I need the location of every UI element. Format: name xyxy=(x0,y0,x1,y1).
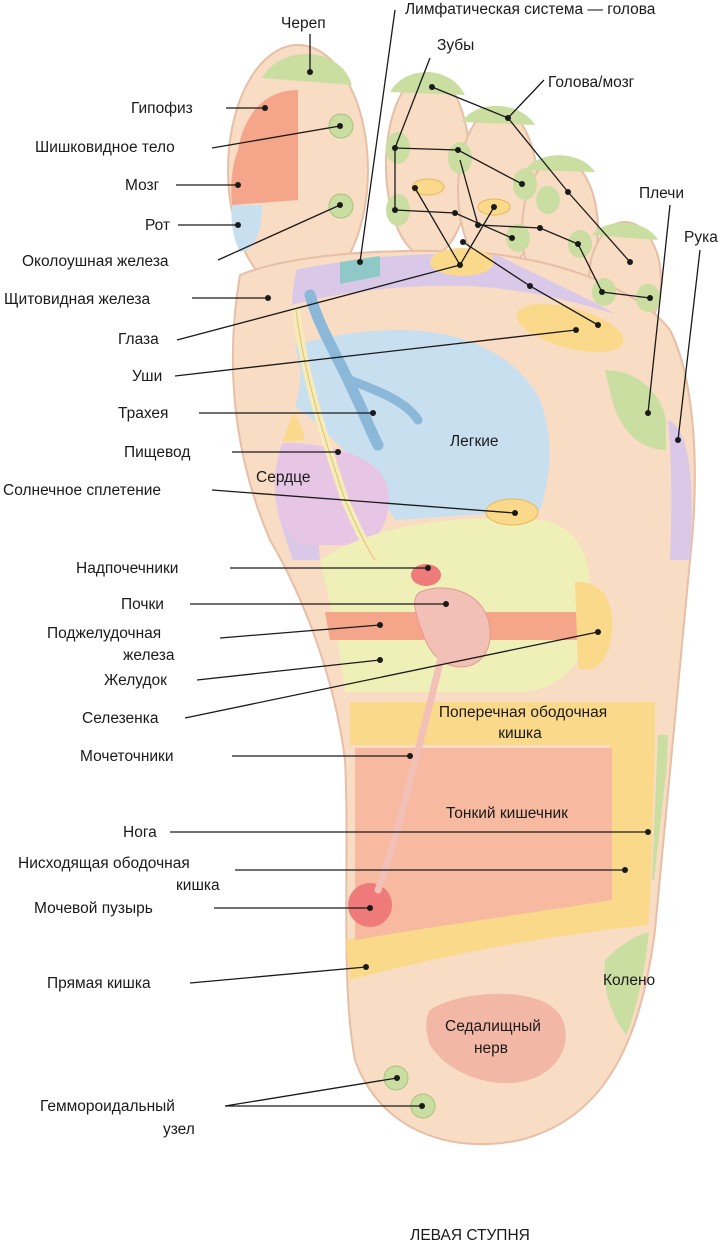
label-teeth: Зубы xyxy=(437,37,474,54)
label-transverse-1: Поперечная ободочная xyxy=(439,704,607,721)
label-ureters: Мочеточники xyxy=(80,748,173,765)
zone-lymph xyxy=(340,256,380,284)
zone-toe4-oval-b xyxy=(506,224,530,252)
zone-adrenal xyxy=(411,564,441,586)
zone-kidney xyxy=(414,587,491,668)
leader-pineal xyxy=(211,125,341,149)
label-arm: Рука xyxy=(684,229,718,246)
zone-toe4-oval-a xyxy=(536,186,560,214)
zone-arm xyxy=(668,420,692,560)
leader-stomach xyxy=(196,659,381,681)
label-desc-colon-2: кишка xyxy=(176,877,220,894)
leader-teeth-a xyxy=(394,57,431,149)
leader-hemorrhoid xyxy=(224,1077,422,1107)
label-mouth: Рот xyxy=(145,217,170,234)
zone-toe3-cap xyxy=(462,105,535,125)
label-hemorrhoid-1: Геммороидальный xyxy=(40,1098,175,1115)
label-pancreas-1: Поджелудочная xyxy=(47,625,161,642)
label-kidneys: Почки xyxy=(121,596,164,613)
caption: ЛЕВАЯ СТУПНЯ xyxy=(410,1227,530,1244)
label-parotid: Околоушная железа xyxy=(22,253,169,270)
leader-lymph xyxy=(359,9,396,263)
leader-lines xyxy=(170,9,701,1109)
zone-esophagus-edge xyxy=(295,309,376,561)
leader-arm xyxy=(677,249,701,441)
label-ears: Уши xyxy=(132,368,162,385)
zone-ears xyxy=(516,304,624,352)
leader-spleen xyxy=(184,631,599,719)
zone-toe2-cap xyxy=(390,72,465,95)
zone-sciatic xyxy=(426,993,566,1084)
zone-toe4-cap xyxy=(525,155,595,172)
zone-toe5-cap xyxy=(592,222,658,240)
label-esophagus: Пищевод xyxy=(124,444,190,461)
zone-small-intestine xyxy=(355,748,612,940)
zone-skull xyxy=(262,54,352,85)
label-rectum: Прямая кишка xyxy=(47,975,151,992)
label-solar: Солнечное сплетение xyxy=(3,482,161,499)
label-head-brain: Голова/мозг xyxy=(548,74,635,91)
label-pituitary: Гипофиз xyxy=(131,100,193,117)
label-pancreas-2: железа xyxy=(123,647,175,664)
zone-bronchus xyxy=(345,375,423,425)
zone-rectum xyxy=(345,900,650,980)
label-pineal: Шишковидное тело xyxy=(35,139,175,156)
label-shoulders: Плечи xyxy=(639,185,684,202)
leader-ears xyxy=(174,329,577,377)
leader-eyes-b xyxy=(459,206,495,266)
labels: Череп Лимфатическая система — голова Зуб… xyxy=(3,1,718,1244)
zone-leg xyxy=(652,735,668,880)
zone-trachea xyxy=(304,289,384,451)
label-adrenals: Надпочечники xyxy=(76,560,178,577)
leader-rectum xyxy=(189,966,367,984)
label-small-intestine: Тонкий кишечник xyxy=(446,805,568,822)
zone-descending-colon xyxy=(610,745,655,905)
leader-head-brain-c xyxy=(567,191,631,263)
label-sciatic-1: Седалищный xyxy=(445,1018,541,1035)
label-hemorrhoid-2: узел xyxy=(163,1121,195,1138)
label-spleen: Селезенка xyxy=(82,710,159,727)
zone-teeth-a xyxy=(411,178,445,196)
zone-pituitary xyxy=(231,90,298,205)
label-lymph-head: Лимфатическая система — голова xyxy=(405,1,656,18)
leader-head-brain-b xyxy=(507,117,569,193)
zone-lungs xyxy=(274,330,550,520)
label-desc-colon-1: Нисходящая ободочная xyxy=(18,855,190,872)
label-leg: Нога xyxy=(123,824,157,841)
label-knee: Колено xyxy=(603,972,655,989)
leader-pancreas xyxy=(219,624,381,639)
label-skull: Череп xyxy=(281,15,326,32)
leader-parotid xyxy=(217,204,341,261)
label-heart: Сердце xyxy=(256,469,310,486)
label-trachea: Трахея xyxy=(118,405,168,422)
zone-solar-plexus xyxy=(485,498,539,526)
label-stomach: Желудок xyxy=(104,672,167,689)
label-eyes: Глаза xyxy=(118,331,159,348)
label-brain: Мозг xyxy=(125,177,160,194)
label-lungs: Легкие xyxy=(450,433,499,450)
label-thyroid: Щитовидная железа xyxy=(4,291,150,308)
label-bladder: Мочевой пузырь xyxy=(34,900,153,917)
zone-mouth xyxy=(231,205,262,252)
label-sciatic-2: нерв xyxy=(474,1040,508,1057)
leader-solar xyxy=(211,489,516,514)
zone-toe3-oval-a xyxy=(448,142,472,174)
leader-head-extra xyxy=(459,159,651,299)
label-transverse-2: кишка xyxy=(498,725,542,742)
leader-shoulders xyxy=(647,204,671,414)
zone-spleen xyxy=(575,581,613,670)
zone-ureter xyxy=(374,636,449,894)
